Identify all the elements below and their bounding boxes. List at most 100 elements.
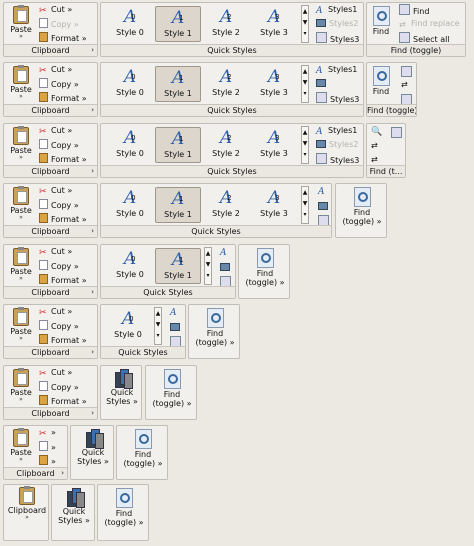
paste-button[interactable]: Paste»: [6, 368, 36, 403]
copy-button[interactable]: Copy »: [39, 18, 79, 30]
dialog-launcher[interactable]: ›: [91, 409, 94, 417]
paste-button[interactable]: Paste»: [6, 126, 36, 161]
find-small-icon[interactable]: [391, 127, 402, 138]
format-button[interactable]: Format »: [39, 395, 87, 407]
styles3-item[interactable]: Styles3: [316, 32, 359, 44]
style-a-icon[interactable]: A: [220, 248, 227, 258]
select-all-item[interactable]: Select all: [399, 32, 450, 44]
find-icon[interactable]: 🔍: [371, 127, 383, 137]
find-button[interactable]: Find: [369, 4, 393, 36]
dialog-launcher[interactable]: ›: [91, 348, 94, 356]
style-a-icon[interactable]: A: [170, 308, 177, 318]
cut-button[interactable]: ✂»: [39, 428, 56, 439]
styles-scrollbar[interactable]: ▲▼▾: [154, 307, 162, 345]
format-button[interactable]: Format »: [39, 274, 87, 286]
find-item[interactable]: Find: [399, 4, 429, 16]
format-button[interactable]: Format »: [39, 334, 87, 346]
styles-scrollbar[interactable]: ▲▼▾: [301, 65, 309, 103]
format-button[interactable]: Format »: [39, 32, 87, 44]
format-button[interactable]: Format »: [39, 213, 87, 225]
image-icon[interactable]: [220, 263, 230, 271]
dialog-launcher[interactable]: ›: [91, 167, 94, 175]
styles3-item[interactable]: Styles3: [316, 153, 359, 165]
styles2-item[interactable]: Styles2: [316, 139, 358, 151]
cut-button[interactable]: ✂Cut »: [39, 307, 73, 318]
find-replace-item[interactable]: ⇄Find replace: [399, 19, 460, 29]
format-button[interactable]: »: [39, 455, 56, 467]
format-button[interactable]: Format »: [39, 92, 87, 104]
copy-button[interactable]: Copy »: [39, 320, 79, 332]
cut-button[interactable]: ✂Cut »: [39, 126, 73, 137]
find-small-icon[interactable]: [401, 66, 412, 77]
dialog-launcher[interactable]: ›: [91, 227, 94, 235]
find-toggle-button[interactable]: Find(toggle) »: [117, 427, 169, 468]
cut-button[interactable]: ✂Cut »: [39, 186, 73, 197]
find-toggle-button[interactable]: Find(toggle) »: [146, 367, 198, 408]
styles-scrollbar[interactable]: ▲▼▾: [301, 186, 309, 224]
styles-scrollbar[interactable]: ▲▼▾: [204, 247, 212, 285]
cut-button[interactable]: ✂Cut »: [39, 65, 73, 76]
copy-button[interactable]: Copy »: [39, 139, 79, 151]
copy-button[interactable]: Copy »: [39, 260, 79, 272]
styles-scrollbar[interactable]: ▲▼▾: [301, 5, 309, 43]
style-a-icon[interactable]: A: [318, 187, 325, 197]
styles-scrollbar[interactable]: ▲▼▾: [301, 126, 309, 164]
paste-button[interactable]: Paste»: [6, 428, 36, 463]
cut-button[interactable]: ✂Cut »: [39, 368, 73, 379]
find-toggle-button[interactable]: Find(toggle) »: [189, 306, 241, 347]
image-icon[interactable]: [170, 323, 180, 331]
copy-button[interactable]: »: [39, 441, 56, 453]
copy-button[interactable]: Copy »: [39, 199, 79, 211]
dialog-launcher[interactable]: ›: [61, 469, 64, 477]
styles2-item[interactable]: Styles2: [316, 18, 358, 30]
find-toggle-button[interactable]: Find(toggle) »: [239, 246, 291, 287]
replace-icon[interactable]: ⇄: [401, 80, 408, 89]
paste-button[interactable]: Paste»: [6, 186, 36, 221]
copy-button[interactable]: Copy »: [39, 78, 79, 90]
styles3-item[interactable]: Styles3: [316, 92, 359, 104]
paste-button[interactable]: Paste»: [6, 247, 36, 282]
clipboard-button[interactable]: Clipboard»: [4, 486, 50, 521]
dialog-launcher[interactable]: ›: [91, 106, 94, 114]
image-icon[interactable]: [318, 202, 328, 210]
format-button[interactable]: Format »: [39, 153, 87, 165]
paste-button[interactable]: Paste»: [6, 65, 36, 100]
cut-button[interactable]: ✂Cut »: [39, 247, 73, 258]
copy-button[interactable]: Copy »: [39, 381, 79, 393]
paste-button[interactable]: Paste»: [6, 5, 36, 40]
dialog-launcher[interactable]: ›: [91, 288, 94, 296]
styles2-item[interactable]: [316, 78, 329, 90]
dialog-launcher[interactable]: ›: [91, 46, 94, 54]
select-all-icon[interactable]: ⇄: [371, 155, 378, 164]
find-toggle-button[interactable]: Find(toggle) »: [98, 486, 150, 527]
replace-icon[interactable]: ⇄: [371, 141, 378, 150]
find-button[interactable]: Find: [369, 64, 393, 96]
paste-button[interactable]: Paste»: [6, 307, 36, 342]
find-toggle-button[interactable]: Find(toggle) »: [336, 185, 388, 226]
